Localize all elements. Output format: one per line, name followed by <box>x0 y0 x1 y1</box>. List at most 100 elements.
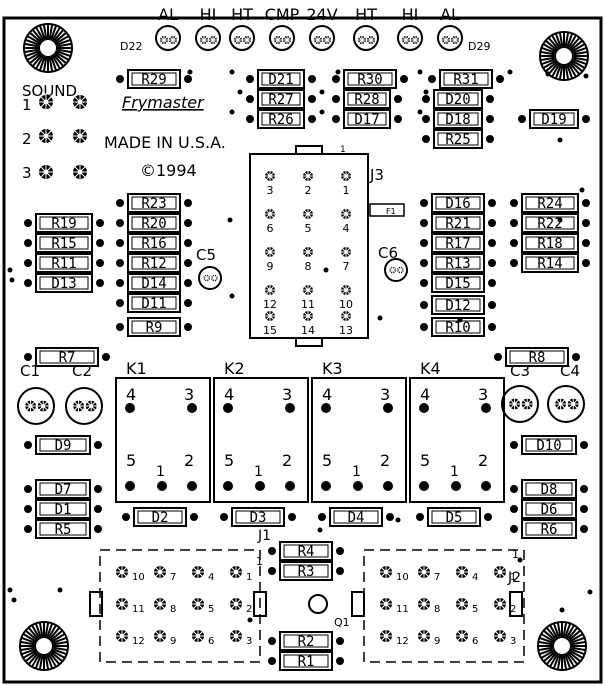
component-r27: R27 <box>246 89 316 109</box>
component-label-r22: R22 <box>537 216 562 232</box>
via-hole <box>583 73 589 79</box>
j3-pin-number: 13 <box>339 324 353 337</box>
relay-label: K4 <box>420 359 441 378</box>
j2-connector-pin-number: 5 <box>472 604 478 615</box>
component-label-d20: D20 <box>445 92 470 108</box>
component-d2: D2 <box>122 507 198 527</box>
led-pad <box>272 34 284 46</box>
component-label-r13: R13 <box>445 256 470 272</box>
component-label-r29: R29 <box>141 72 166 88</box>
j3-pin-number: 2 <box>305 184 312 197</box>
capacitor-label-c4: C4 <box>560 362 580 380</box>
via-hole <box>559 607 565 613</box>
component-r10: R10 <box>420 317 496 337</box>
sound-num-1: 1 <box>22 96 32 114</box>
via-hole <box>247 617 253 623</box>
capacitor-label-c2: C2 <box>72 362 92 380</box>
relay-label: K3 <box>322 359 343 378</box>
led-label: HT <box>355 5 377 24</box>
relay-pin <box>125 481 135 491</box>
component-label-d13: D13 <box>51 276 76 292</box>
sound-label: SOUND <box>22 82 77 100</box>
component-r15: R15 <box>24 233 104 253</box>
relay-pin-number: 3 <box>478 385 488 404</box>
brand-label: Frymaster <box>122 93 205 112</box>
component-d18: D18 <box>422 109 494 129</box>
component-label-r3: R3 <box>298 564 315 580</box>
component-r21: R21 <box>420 213 496 233</box>
j2-connector-pin-number: 4 <box>472 572 478 583</box>
j1-connector-pin <box>114 628 130 644</box>
component-r23: R23 <box>116 193 192 213</box>
via-hole <box>317 527 323 533</box>
sound-pad <box>37 163 55 181</box>
j3-pin <box>339 309 353 323</box>
component-label-d8: D8 <box>541 482 558 498</box>
component-r22: R22 <box>510 213 590 233</box>
component-d10: D10 <box>510 435 588 455</box>
via-hole <box>237 89 243 95</box>
component-label-d7: D7 <box>55 482 72 498</box>
relay-label: K2 <box>224 359 245 378</box>
diode-label-d22: D22 <box>120 40 142 53</box>
j3-pin-number: 8 <box>305 260 312 273</box>
component-label-r27: R27 <box>268 92 293 108</box>
component-label-r28: R28 <box>354 92 379 108</box>
component-r31: R31 <box>428 69 504 89</box>
component-d8: D8 <box>510 479 588 499</box>
j3-pin-number: 6 <box>267 222 274 235</box>
led-label: CMP <box>265 5 300 24</box>
via-hole <box>545 71 551 77</box>
relay-pin-number: 1 <box>352 464 361 480</box>
component-label-r7: R7 <box>59 350 76 366</box>
j2-connector-pin-number: 12 <box>396 636 409 647</box>
j1-connector-pin-number: 4 <box>208 572 214 583</box>
j1-connector-pin-number: 8 <box>170 604 176 615</box>
component-r14: R14 <box>510 253 590 273</box>
j1-connector-pin <box>190 596 206 612</box>
j3-pin-number: 14 <box>301 324 315 337</box>
header-tab <box>351 591 365 617</box>
led-pad <box>321 34 333 46</box>
j3-pin <box>263 309 277 323</box>
component-r9: R9 <box>116 317 192 337</box>
j1-connector-pin-number: 1 <box>246 572 252 583</box>
relay-pin-number: 2 <box>478 451 488 470</box>
component-r8: R8 <box>494 347 580 367</box>
j3-label: J3 <box>369 166 384 184</box>
component-r16: R16 <box>116 233 192 253</box>
via-hole <box>7 267 13 273</box>
led-pad <box>241 34 253 46</box>
component-label-r15: R15 <box>51 236 76 252</box>
led-indicator <box>195 25 221 51</box>
j3-top-tab <box>295 145 323 155</box>
j2-connector-pin-number: 1 <box>510 572 516 583</box>
capacitor-c4: C4 <box>547 362 585 423</box>
j2-connector-pin <box>492 564 508 580</box>
relay-pin <box>285 481 295 491</box>
j3-pin <box>301 283 315 297</box>
component-r24: R24 <box>510 193 590 213</box>
j2-pin1-mark: 1 <box>512 548 519 561</box>
component-label-r6: R6 <box>541 522 558 538</box>
relay-pin <box>285 403 295 413</box>
component-d6: D6 <box>510 499 588 519</box>
component-r20: R20 <box>116 213 192 233</box>
relay-pin-number: 4 <box>126 385 136 404</box>
component-d13: D13 <box>24 273 104 293</box>
j1-connector-pin <box>152 628 168 644</box>
relay-pin <box>419 481 429 491</box>
component-label-r17: R17 <box>445 236 470 252</box>
component-label-d19: D19 <box>541 112 566 128</box>
j3-pin-number: 11 <box>301 298 315 311</box>
component-label-r25: R25 <box>445 132 470 148</box>
component-label-r5: R5 <box>55 522 72 538</box>
via-hole <box>319 89 325 95</box>
relay-pin-number: 5 <box>420 451 430 470</box>
j1-connector-pin <box>228 596 244 612</box>
relay-pin-number: 5 <box>224 451 234 470</box>
component-r28: R28 <box>332 89 402 109</box>
led-label: HI <box>402 5 419 24</box>
